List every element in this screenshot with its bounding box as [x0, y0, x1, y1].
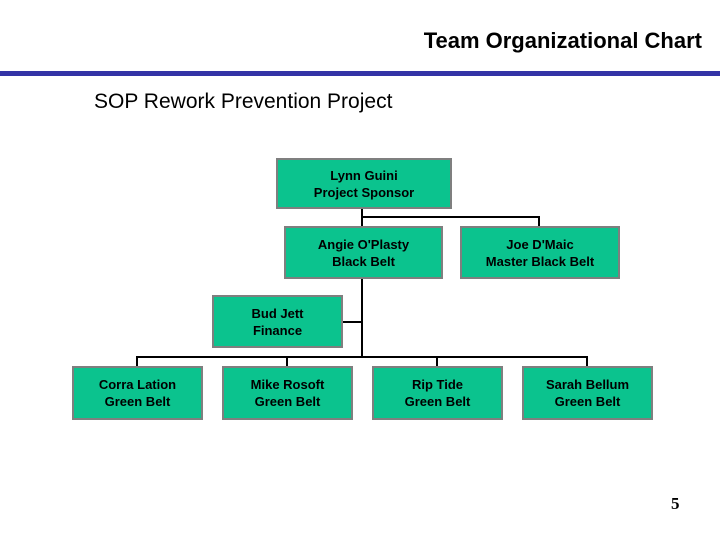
person-name: Bud Jett [251, 305, 304, 321]
person-name: Rip Tide [411, 377, 464, 392]
connector-green-belt-4-drop [586, 356, 588, 367]
person-name: Joe D'Maic [506, 236, 574, 252]
connector-master-belt-drop [538, 216, 540, 227]
person-role: Green Belt [554, 394, 621, 409]
slide-subtitle: SOP Rework Prevention Project [94, 90, 393, 113]
org-node-project-sponsor: Lynn Guini Project Sponsor [276, 158, 452, 209]
connector-main-vertical [361, 278, 363, 358]
person-role: Green Belt [254, 394, 321, 409]
connector-green-belt-2-drop [286, 356, 288, 367]
org-node-green-belt-1: Corra Lation Green Belt [72, 366, 203, 420]
connector-branch-right [361, 216, 540, 218]
connector-bottom-rail [136, 356, 588, 358]
person-role: Project Sponsor [313, 184, 415, 200]
org-node-green-belt-2: Mike Rosoft Green Belt [222, 366, 353, 420]
connector-finance-link [343, 321, 362, 323]
person-name: Lynn Guini [330, 167, 398, 183]
page-number: 5 [671, 494, 680, 513]
connector-green-belt-1-drop [136, 356, 138, 367]
org-node-green-belt-3: Rip Tide Green Belt [372, 366, 503, 420]
connector-sponsor-down [361, 208, 363, 228]
person-name: Corra Lation [98, 377, 177, 392]
connector-green-belt-3-drop [436, 356, 438, 367]
slide-title: Team Organizational Chart [423, 28, 702, 53]
person-role: Green Belt [404, 394, 471, 409]
person-role: Black Belt [332, 253, 395, 269]
person-role: Finance [252, 322, 303, 338]
person-name: Sarah Bellum [545, 377, 630, 392]
person-name: Mike Rosoft [250, 377, 325, 392]
org-node-finance: Bud Jett Finance [212, 295, 343, 348]
org-node-master-black-belt: Joe D'Maic Master Black Belt [460, 226, 620, 279]
person-name: Angie O'Plasty [317, 236, 410, 252]
org-node-green-belt-4: Sarah Bellum Green Belt [522, 366, 653, 420]
org-node-black-belt: Angie O'Plasty Black Belt [284, 226, 443, 279]
person-role: Green Belt [104, 394, 171, 409]
title-divider-line [0, 71, 720, 76]
person-role: Master Black Belt [485, 253, 595, 269]
